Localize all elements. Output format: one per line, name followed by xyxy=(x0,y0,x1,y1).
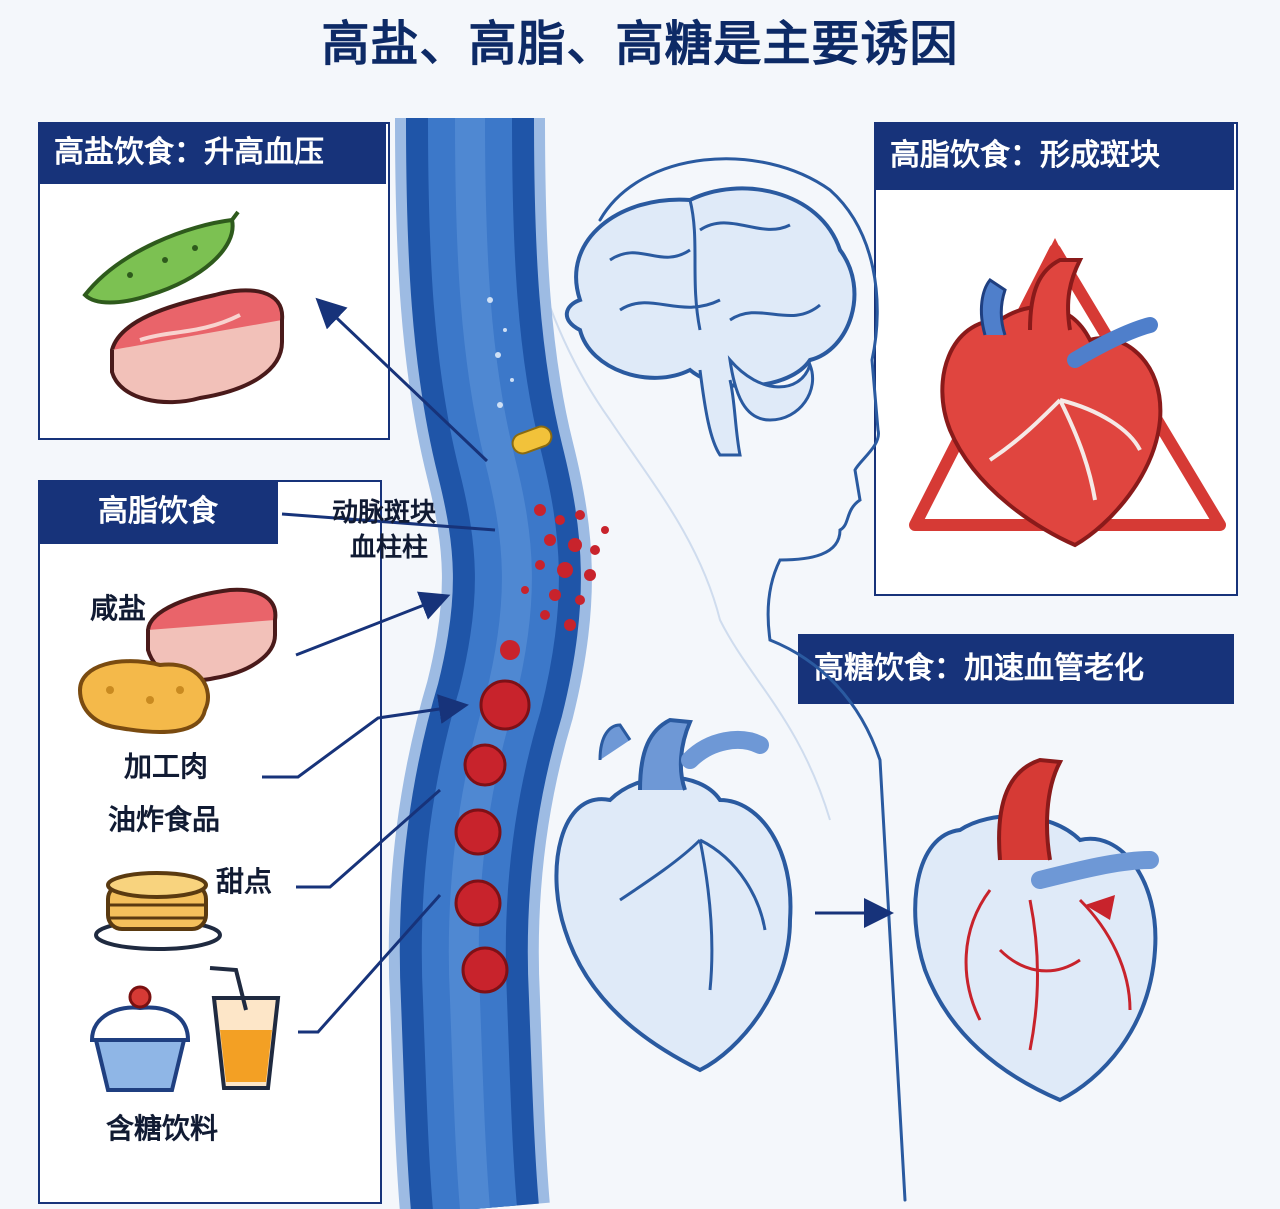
plaque-label-line1: 动脉斑块 xyxy=(332,498,437,528)
cucumber-icon xyxy=(82,210,240,305)
fat-right-panel-header: 高脂饮食：形成斑块 xyxy=(874,122,1234,190)
bubbles xyxy=(487,297,514,408)
fried-food-icon xyxy=(77,659,210,734)
plaque-particles xyxy=(521,504,609,631)
salt-panel-header: 高盐饮食：升高血压 xyxy=(38,122,386,184)
juice-icon xyxy=(209,966,281,1090)
meat-icon xyxy=(109,288,285,405)
label-processed-meat: 加工肉 xyxy=(124,750,209,783)
heart-aging-icon xyxy=(913,757,1159,1103)
fat-capsule xyxy=(511,425,553,455)
fat-panel-header: 高脂饮食 xyxy=(38,480,278,544)
label-fried-food: 油炸食品 xyxy=(108,803,221,836)
plaque-label-line2: 血柱柱 xyxy=(350,533,429,563)
brain-icon xyxy=(564,186,857,457)
label-sugary-drink: 含糖饮料 xyxy=(106,1112,219,1145)
blood-cells xyxy=(454,640,531,994)
label-salty: 咸盐 xyxy=(90,592,147,625)
page-title: 高盐、高脂、高糖是主要诱因 xyxy=(321,16,959,72)
label-dessert: 甜点 xyxy=(216,865,273,898)
pancake-icon xyxy=(94,871,222,951)
body-silhouette xyxy=(598,157,907,1202)
sugar-panel-header: 高糖饮食：加速血管老化 xyxy=(798,634,1234,704)
connector-arrows xyxy=(262,297,496,1034)
heart-warning-icon xyxy=(940,238,1163,548)
heart-healthy-icon xyxy=(554,717,793,1073)
cupcake-icon xyxy=(89,985,191,1092)
